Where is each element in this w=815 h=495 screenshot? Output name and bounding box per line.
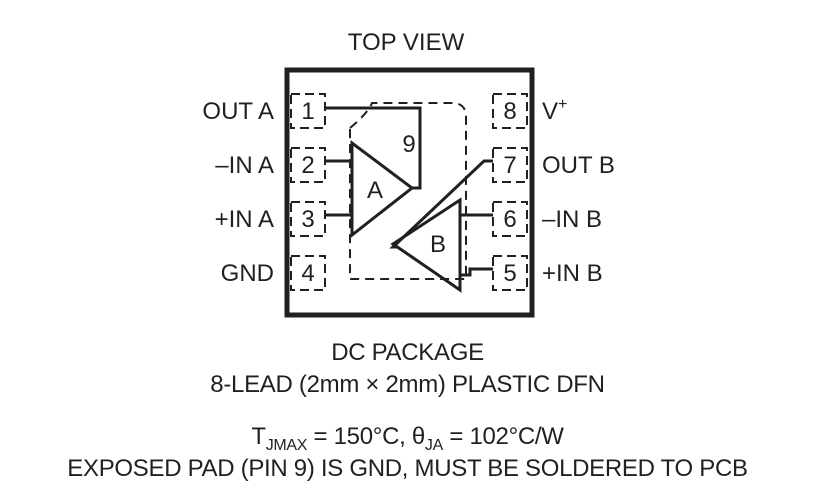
pin-number-1: 1 (301, 98, 314, 125)
thermal-specs: TJMAX = 150°C, θJA = 102°C/W (0, 423, 815, 454)
pin-number-8: 8 (503, 98, 516, 125)
pin-label-out-a: OUT A (202, 98, 274, 125)
pin-label-minus-in-b: –IN B (542, 206, 602, 233)
amplifier-b-label: B (430, 231, 446, 258)
tj-symbol: T (251, 423, 266, 450)
theta-symbol: θ (411, 423, 425, 450)
pin-number-3: 3 (301, 206, 314, 233)
exposed-pad (349, 102, 467, 280)
pin-pad-5 (492, 255, 528, 291)
pin-pad-7 (492, 147, 528, 183)
exposed-pad-note: EXPOSED PAD (PIN 9) IS GND, MUST BE SOLD… (67, 455, 748, 482)
pin-pad-1 (290, 93, 326, 129)
tj-value: = 150°C, (307, 423, 412, 450)
tj-subscript: JMAX (265, 437, 308, 454)
package-name: DC PACKAGE (331, 339, 484, 366)
pin-pad-2 (290, 147, 326, 183)
amplifier-a-label: A (367, 177, 383, 204)
pin-pad-3 (290, 201, 326, 237)
pin-number-2: 2 (301, 152, 314, 179)
pin-label-plus-in-a: +IN A (215, 206, 274, 233)
theta-subscript: JA (424, 437, 443, 454)
pin-label-minus-in-a: –IN A (215, 152, 274, 179)
pin-pad-4 (290, 255, 326, 291)
pin-label-out-b: OUT B (542, 152, 615, 179)
wire-out-a (325, 106, 422, 190)
right-pin-pads (492, 93, 528, 291)
theta-value: = 102°C/W (443, 423, 564, 450)
package-outline (284, 67, 535, 318)
amplifier-b-symbol (390, 197, 462, 293)
pin-label-v-superscript: + (558, 96, 567, 113)
pin-label-plus-in-b: +IN B (542, 260, 603, 287)
pin-label-v: V (542, 98, 558, 125)
amp-a-wiring (325, 106, 422, 217)
pin-label-v-plus: V+ (542, 96, 567, 125)
exposed-pad-number: 9 (402, 131, 415, 158)
package-description: 8-LEAD (2mm × 2mm) PLASTIC DFN (210, 371, 605, 398)
wire-plus-in-b (460, 267, 493, 277)
pin-number-6: 6 (503, 206, 516, 233)
pin-number-4: 4 (301, 260, 314, 287)
pin-number-5: 5 (503, 260, 516, 287)
view-title: TOP VIEW (348, 29, 465, 56)
pin-number-7: 7 (503, 152, 516, 179)
amplifier-a-symbol (350, 140, 415, 239)
pin-label-gnd: GND (221, 260, 274, 287)
pin-pad-6 (492, 201, 528, 237)
left-pin-pads (290, 93, 326, 291)
pin-pad-8 (492, 93, 528, 129)
